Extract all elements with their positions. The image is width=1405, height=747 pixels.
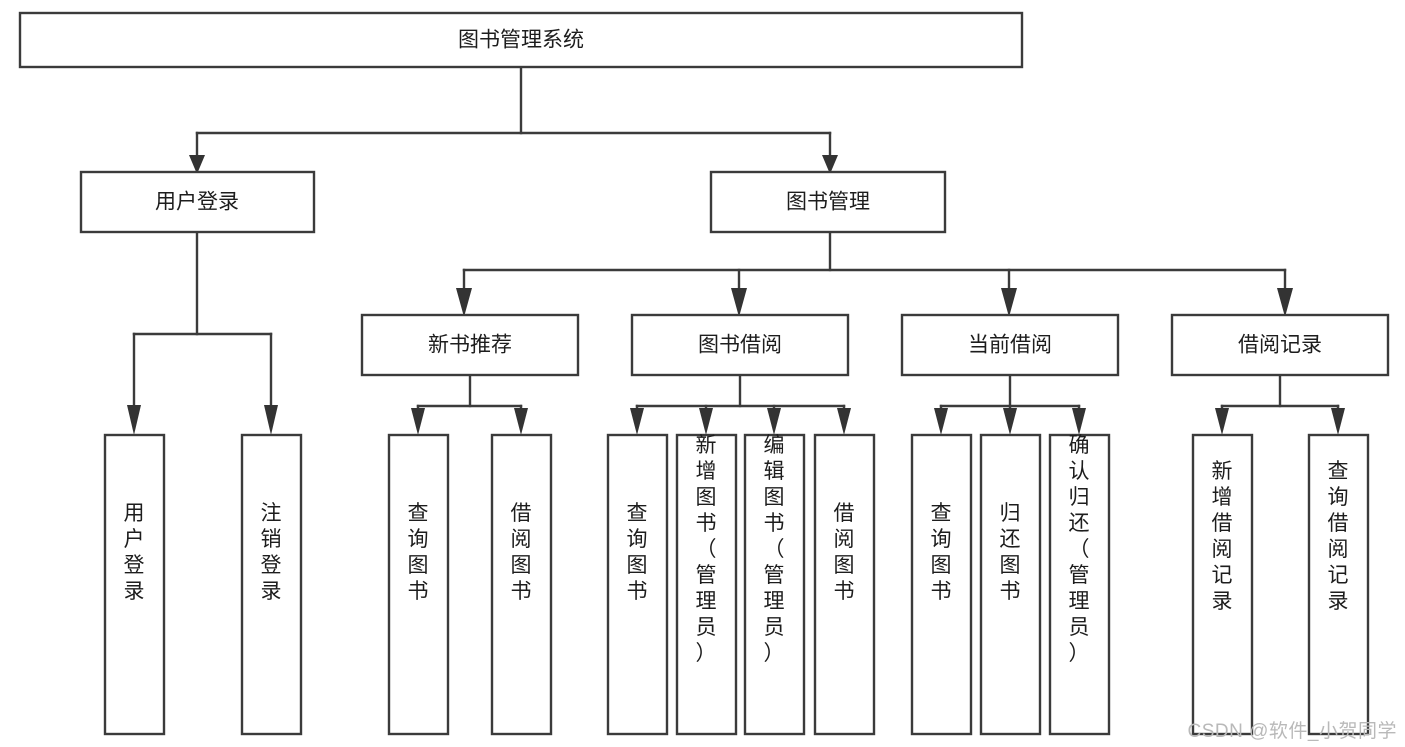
node-leaf-edit-book-box[interactable] bbox=[743, 433, 806, 736]
node-user-login[interactable]: 用户登录 bbox=[79, 170, 316, 234]
node-new-book-recommend[interactable]: 新书推荐 bbox=[360, 313, 580, 377]
node-book-manage-box[interactable] bbox=[709, 170, 947, 234]
node-book-borrow-box[interactable] bbox=[630, 313, 850, 377]
node-leaf-logout-login-box[interactable] bbox=[240, 433, 303, 736]
node-book-manage[interactable]: 图书管理 bbox=[709, 170, 947, 234]
node-leaf-return-book-label: 归还图书 bbox=[1000, 502, 1021, 603]
node-leaf-borrow-book-1-label: 借阅图书 bbox=[511, 502, 532, 603]
node-current-borrow[interactable]: 当前借阅 bbox=[900, 313, 1120, 377]
arrow-icon-leaf-add-record bbox=[1215, 408, 1229, 435]
node-leaf-logout-login[interactable]: 注销登录 bbox=[240, 433, 303, 736]
node-leaf-borrow-book-1[interactable]: 借阅图书 bbox=[490, 433, 553, 736]
node-new-book-recommend-box[interactable] bbox=[360, 313, 580, 377]
arrow-icon-user-login bbox=[189, 155, 205, 174]
node-user-login-box[interactable] bbox=[79, 170, 316, 234]
arrow-icon-leaf-borrow-book-1 bbox=[514, 408, 528, 435]
node-leaf-borrow-book-2-label: 借阅图书 bbox=[834, 502, 855, 603]
arrow-icon-leaf-borrow-book-2 bbox=[837, 408, 851, 435]
node-leaf-query-book-1-box[interactable] bbox=[387, 433, 450, 736]
node-leaf-query-book-3[interactable]: 查询图书 bbox=[910, 433, 973, 736]
node-root[interactable]: 图书管理系统 bbox=[18, 11, 1024, 69]
arrow-icon-book-manage bbox=[822, 155, 838, 174]
node-leaf-query-book-1-label: 查询图书 bbox=[408, 502, 429, 603]
node-user-login-label: 用户登录 bbox=[155, 191, 239, 214]
node-leaf-query-record[interactable]: 查询借阅记录 bbox=[1307, 433, 1370, 736]
node-borrow-record-label: 借阅记录 bbox=[1238, 334, 1322, 357]
arrow-icon-leaf-query-book-1 bbox=[411, 408, 425, 435]
node-leaf-query-book-2[interactable]: 查询图书 bbox=[606, 433, 669, 736]
node-leaf-add-record-box[interactable] bbox=[1191, 433, 1254, 736]
node-leaf-query-book-2-label: 查询图书 bbox=[627, 502, 648, 603]
node-leaf-query-record-box[interactable] bbox=[1307, 433, 1370, 736]
csdn-watermark: CSDN @软件_小贺同学 bbox=[1187, 721, 1397, 742]
node-leaf-add-book-label: 新增图书（管理员） bbox=[696, 434, 717, 665]
node-leaf-confirm-return-label: 确认归还（管理员） bbox=[1069, 434, 1090, 665]
arrow-icon-leaf-query-record bbox=[1331, 408, 1345, 435]
arrow-icon-leaf-logout-login bbox=[264, 405, 278, 435]
node-current-borrow-label: 当前借阅 bbox=[968, 334, 1052, 357]
node-leaf-query-book-2-box[interactable] bbox=[606, 433, 669, 736]
node-leaf-borrow-book-2[interactable]: 借阅图书 bbox=[813, 433, 876, 736]
arrow-icon-book-borrow bbox=[731, 288, 747, 317]
node-leaf-edit-book-label: 编辑图书（管理员） bbox=[764, 434, 785, 665]
arrow-icon-leaf-add-book bbox=[699, 408, 713, 435]
node-book-manage-label: 图书管理 bbox=[786, 191, 870, 214]
arrow-icon-leaf-query-book-2 bbox=[630, 408, 644, 435]
node-leaf-query-book-3-box[interactable] bbox=[910, 433, 973, 736]
node-root-box[interactable] bbox=[18, 11, 1024, 69]
node-new-book-recommend-label: 新书推荐 bbox=[428, 334, 512, 357]
arrow-icon-borrow-record bbox=[1277, 288, 1293, 317]
arrow-icon-new-book-recommend bbox=[456, 288, 472, 317]
node-leaf-user-login-box[interactable] bbox=[103, 433, 166, 736]
node-leaf-query-book-1[interactable]: 查询图书 bbox=[387, 433, 450, 736]
node-leaf-return-book[interactable]: 归还图书 bbox=[979, 433, 1042, 736]
node-leaf-add-book[interactable]: 新增图书（管理员） bbox=[675, 433, 738, 736]
arrow-icon-leaf-query-book-3 bbox=[934, 408, 948, 435]
node-leaf-confirm-return-box[interactable] bbox=[1048, 433, 1111, 736]
node-leaf-return-book-box[interactable] bbox=[979, 433, 1042, 736]
node-borrow-record[interactable]: 借阅记录 bbox=[1170, 313, 1390, 377]
arrow-icon-leaf-confirm-return bbox=[1072, 408, 1086, 435]
node-leaf-borrow-book-2-box[interactable] bbox=[813, 433, 876, 736]
leaf-nodes-layer: 用户登录 注销登录 查询图书 借阅图书 查询图书 新增图书（管理员） bbox=[103, 433, 1370, 736]
node-current-borrow-box[interactable] bbox=[900, 313, 1120, 377]
node-leaf-borrow-book-1-box[interactable] bbox=[490, 433, 553, 736]
node-leaf-confirm-return[interactable]: 确认归还（管理员） bbox=[1048, 433, 1111, 736]
node-leaf-user-login-label: 用户登录 bbox=[124, 502, 145, 603]
connector-layer bbox=[127, 65, 1345, 435]
arrow-icon-leaf-edit-book bbox=[767, 408, 781, 435]
node-root-label: 图书管理系统 bbox=[458, 29, 584, 52]
node-leaf-add-record[interactable]: 新增借阅记录 bbox=[1191, 433, 1254, 736]
arrow-icon-leaf-return-book bbox=[1003, 408, 1017, 435]
node-book-borrow[interactable]: 图书借阅 bbox=[630, 313, 850, 377]
node-leaf-query-book-3-label: 查询图书 bbox=[931, 502, 952, 603]
node-leaf-edit-book[interactable]: 编辑图书（管理员） bbox=[743, 433, 806, 736]
arrow-icon-current-borrow bbox=[1001, 288, 1017, 317]
node-leaf-add-book-box[interactable] bbox=[675, 433, 738, 736]
node-leaf-query-record-label: 查询借阅记录 bbox=[1328, 460, 1349, 613]
arrow-icon-leaf-user-login bbox=[127, 405, 141, 435]
node-book-borrow-label: 图书借阅 bbox=[698, 334, 782, 357]
node-borrow-record-box[interactable] bbox=[1170, 313, 1390, 377]
node-leaf-logout-login-label: 注销登录 bbox=[261, 502, 282, 603]
node-leaf-user-login[interactable]: 用户登录 bbox=[103, 433, 166, 736]
node-leaf-add-record-label: 新增借阅记录 bbox=[1212, 460, 1233, 613]
